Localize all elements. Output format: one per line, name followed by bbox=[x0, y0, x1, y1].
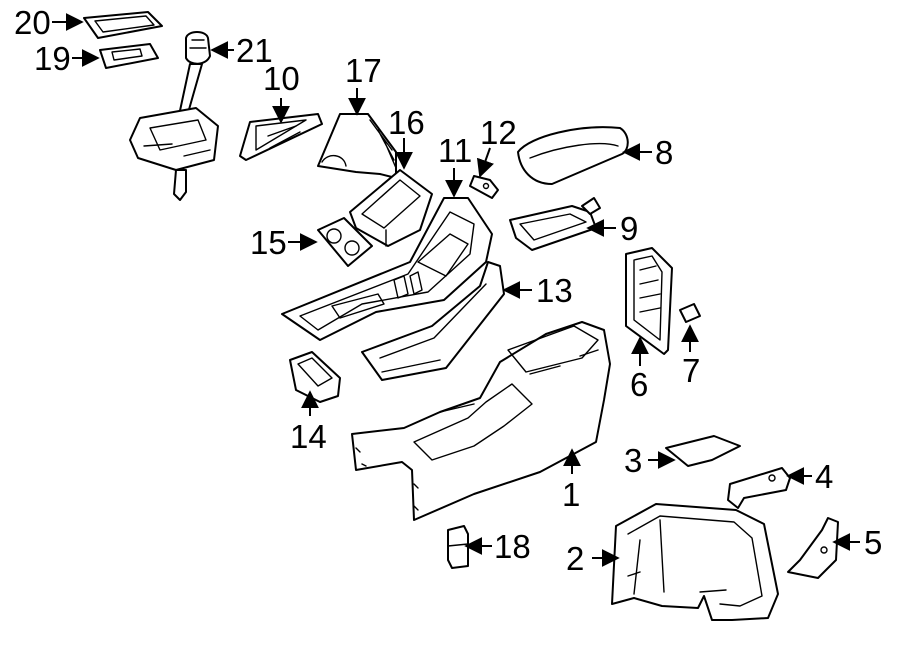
part-6-mat bbox=[625, 247, 673, 355]
callout-18: 18 bbox=[494, 528, 531, 565]
callout-5: 5 bbox=[864, 524, 882, 561]
part-17-console-lid bbox=[317, 113, 397, 179]
part-20-shift-bezel bbox=[83, 11, 163, 39]
callout-2: 2 bbox=[566, 540, 584, 577]
callout-7: 7 bbox=[682, 352, 700, 389]
callout-1: 1 bbox=[562, 476, 580, 513]
part-16-storage-bin bbox=[349, 169, 433, 247]
callout-12: 12 bbox=[480, 114, 517, 151]
part-8-armrest-lid bbox=[517, 126, 629, 185]
part-4-mounting-bracket bbox=[727, 467, 791, 509]
callout-19: 19 bbox=[34, 40, 71, 77]
callout-10: 10 bbox=[263, 60, 300, 97]
part-13-side-trim bbox=[361, 261, 505, 381]
part-2-support-frame bbox=[611, 503, 779, 621]
callout-labels: 20 19 21 10 17 16 11 12 8 9 15 13 14 6 7… bbox=[14, 4, 882, 577]
callout-21: 21 bbox=[236, 32, 273, 69]
part-3-plate bbox=[665, 435, 741, 467]
part-19-shift-plate bbox=[99, 43, 159, 69]
part-1-console-base bbox=[351, 321, 611, 521]
callout-15: 15 bbox=[250, 224, 287, 261]
callout-4: 4 bbox=[815, 458, 833, 495]
part-5-side-bracket bbox=[787, 517, 839, 579]
part-12-bracket bbox=[469, 175, 499, 199]
part-15-cup-holder bbox=[317, 217, 373, 267]
part-14-tray bbox=[289, 351, 341, 403]
callout-13: 13 bbox=[536, 272, 573, 309]
callout-17: 17 bbox=[345, 52, 382, 89]
part-11-console-top-panel bbox=[281, 197, 493, 341]
callout-8: 8 bbox=[655, 134, 673, 171]
callout-16: 16 bbox=[388, 104, 425, 141]
callout-6: 6 bbox=[630, 366, 648, 403]
callout-11: 11 bbox=[438, 132, 472, 169]
callout-20: 20 bbox=[14, 4, 51, 41]
part-7-clip bbox=[679, 303, 701, 323]
callout-3: 3 bbox=[624, 442, 642, 479]
part-21-shifter-assembly bbox=[129, 31, 219, 201]
part-18-clip bbox=[447, 525, 469, 569]
callout-14: 14 bbox=[290, 418, 327, 455]
leader-arrows bbox=[52, 13, 860, 567]
part-9-storage-tray bbox=[509, 197, 601, 251]
callout-9: 9 bbox=[620, 210, 638, 247]
